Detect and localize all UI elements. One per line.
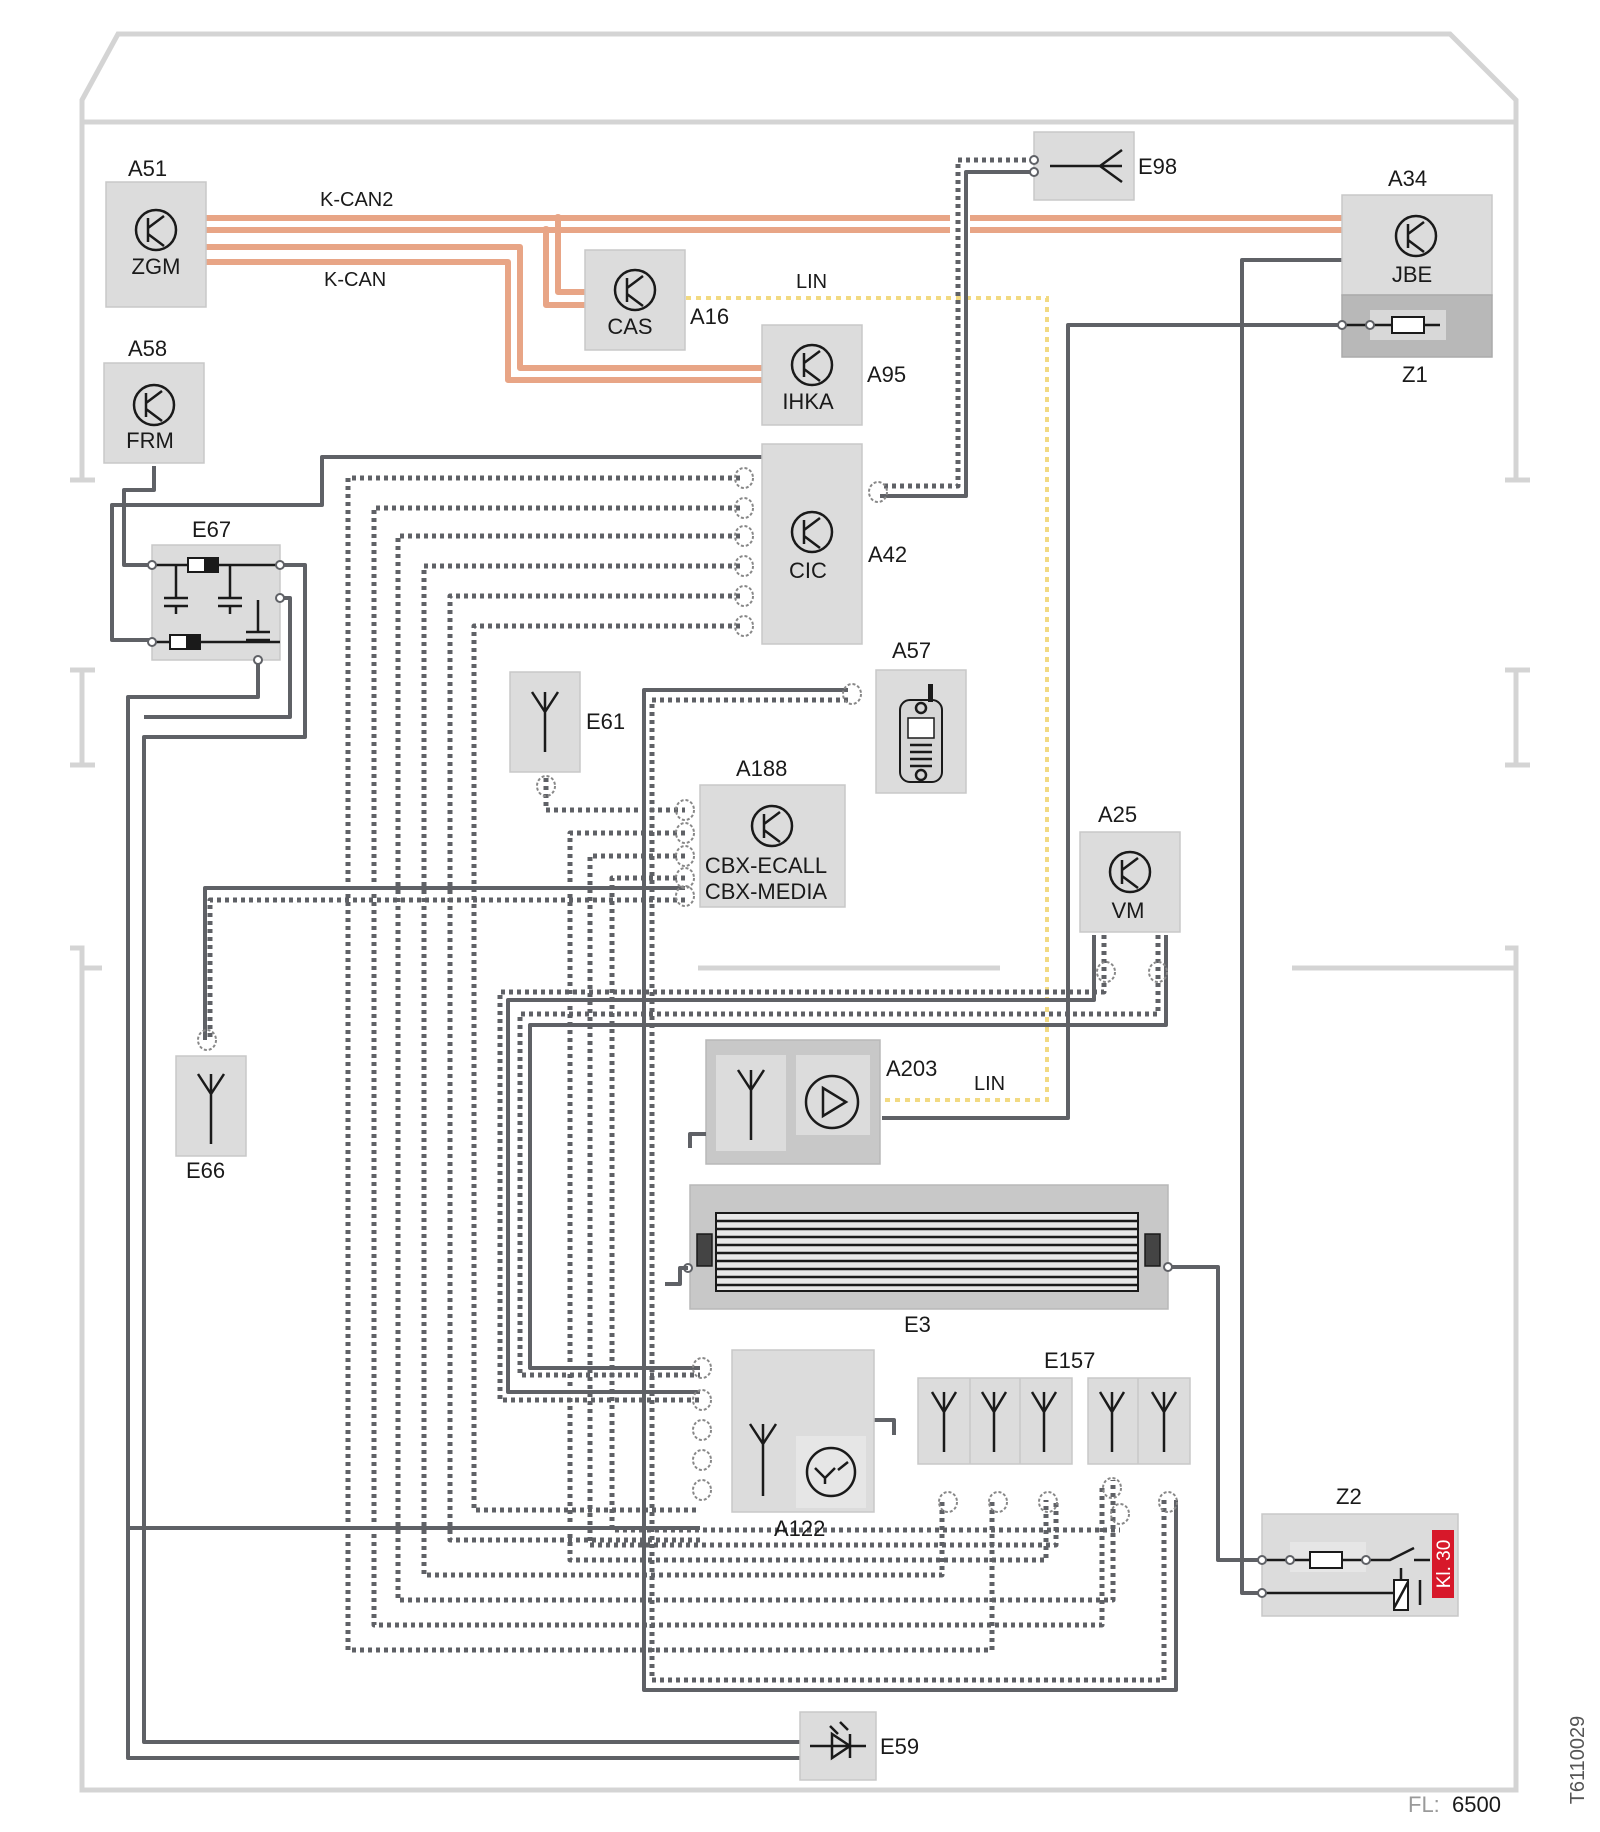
module-a57: A57 bbox=[842, 638, 967, 794]
a42-name: CIC bbox=[789, 558, 827, 583]
module-a203: A203 bbox=[688, 1039, 937, 1165]
a51-name: ZGM bbox=[132, 254, 181, 279]
a95-name: IHKA bbox=[782, 389, 834, 414]
z2-terminal: Kl. 30 bbox=[1434, 1540, 1455, 1589]
lin-bus-wires bbox=[686, 296, 1049, 1102]
z1-code: Z1 bbox=[1402, 362, 1428, 387]
e66-code: E66 bbox=[186, 1158, 225, 1183]
lin-label-bottom: LIN bbox=[974, 1073, 1005, 1095]
module-a42: CIC A42 bbox=[734, 443, 907, 645]
kcan2-label: K-CAN2 bbox=[320, 189, 393, 211]
e157-code: E157 bbox=[1044, 1348, 1095, 1373]
kcan-label: K-CAN bbox=[324, 269, 386, 291]
fl-label: FL: bbox=[1408, 1792, 1440, 1817]
module-z1: Z1 bbox=[1337, 294, 1493, 387]
lin-label-top: LIN bbox=[796, 271, 827, 293]
module-e98: E98 bbox=[1029, 131, 1177, 201]
doc-id: T6110029 bbox=[1567, 1716, 1589, 1805]
a122-code: A122 bbox=[774, 1516, 825, 1541]
fl-value: 6500 bbox=[1452, 1792, 1501, 1817]
a188-code: A188 bbox=[736, 756, 787, 781]
signal-wires bbox=[110, 157, 1342, 1760]
module-e67: E67 bbox=[147, 517, 285, 665]
a203-code: A203 bbox=[886, 1056, 937, 1081]
e98-code: E98 bbox=[1138, 154, 1177, 179]
module-a25: A25 VM bbox=[1079, 802, 1181, 983]
module-a16: CAS A16 bbox=[584, 249, 729, 351]
z2-code: Z2 bbox=[1336, 1484, 1362, 1509]
module-a95: IHKA A95 bbox=[761, 324, 906, 426]
module-e61: E61 bbox=[509, 671, 625, 797]
a16-name: CAS bbox=[607, 314, 652, 339]
a57-code: A57 bbox=[892, 638, 931, 663]
a95-code: A95 bbox=[867, 362, 906, 387]
a34-name: JBE bbox=[1392, 262, 1432, 287]
a25-name: VM bbox=[1112, 898, 1145, 923]
vehicle-outline bbox=[70, 31, 1530, 1793]
module-e66: E66 bbox=[175, 1029, 247, 1183]
module-e59: E59 bbox=[799, 1711, 919, 1781]
module-z2: Z2 Kl. 30 bbox=[1257, 1484, 1459, 1617]
a58-code: A58 bbox=[128, 336, 167, 361]
a58-name: FRM bbox=[126, 428, 174, 453]
e59-code: E59 bbox=[880, 1734, 919, 1759]
a188-name-line2: CBX-MEDIA bbox=[705, 879, 828, 904]
module-a188: A188 CBX-ECALL CBX-MEDIA bbox=[675, 756, 846, 908]
a25-code: A25 bbox=[1098, 802, 1137, 827]
a51-code: A51 bbox=[128, 156, 167, 181]
e3-code: E3 bbox=[904, 1312, 931, 1337]
module-e3: E3 bbox=[665, 1184, 1173, 1337]
module-a34: A34 JBE bbox=[1341, 166, 1493, 296]
module-a58: A58 FRM bbox=[103, 336, 205, 464]
e67-code: E67 bbox=[192, 517, 231, 542]
e61-code: E61 bbox=[586, 709, 625, 734]
a16-code: A16 bbox=[690, 304, 729, 329]
kcan-bus-wires bbox=[206, 214, 1342, 383]
a34-code: A34 bbox=[1388, 166, 1427, 191]
module-a122: A122 bbox=[692, 1349, 875, 1541]
a42-code: A42 bbox=[868, 542, 907, 567]
module-e157: E157 bbox=[917, 1348, 1191, 1525]
module-a51: A51 ZGM bbox=[105, 156, 207, 308]
a188-name-line1: CBX-ECALL bbox=[705, 853, 827, 878]
